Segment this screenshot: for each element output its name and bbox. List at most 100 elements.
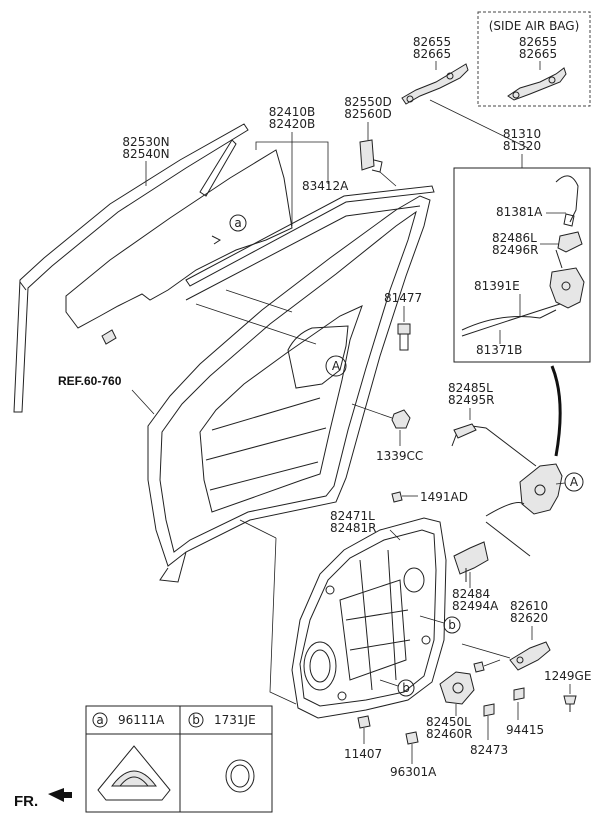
cable-81371B-part [461,303,561,337]
label-82420B: 82420B [269,117,315,131]
legend-b-circle [188,712,204,728]
label-82481R: 82481R [330,521,377,535]
callout-A-circle-2 [564,472,584,492]
front-direction-label: FR. [14,793,38,810]
label-82550D: 82550D [344,95,391,109]
legend-border [85,705,273,813]
legend-b-letter: b [192,713,200,727]
speaker-bracket-part [287,325,349,389]
front-arrow-icon [48,788,72,802]
latch-kit-group: 81310 81320 81381A 82486L 82496R 81391E … [453,127,591,363]
bracket-82550D-group: 82550D 82560D [344,95,397,187]
door-frame-outer-part [147,195,431,567]
door-latch-part [549,267,585,309]
speaker-opening [303,641,337,691]
label-82494A: 82494A [452,599,499,613]
latch-leader-curve [550,365,562,457]
outside-handle-part [401,63,469,105]
label-82620: 82620 [510,611,548,625]
label-82540N: 82540N [122,147,169,161]
label-82484: 82484 [452,587,490,601]
glass-clip-part [101,329,117,345]
legend-a-circle [92,712,108,728]
side-air-bag-box [477,11,591,107]
part-82473 [483,703,495,717]
label-82450L: 82450L [426,715,471,729]
legend-a-grommet-part [97,745,171,801]
lock-rod-part [555,175,579,223]
door-module-group: 82471L 82481R b b [291,509,461,719]
callout-A-circle-1 [325,355,347,377]
label-81310: 81310 [503,127,541,141]
ref-label: REF.60-760 [58,374,122,388]
callout-b-2: b [402,681,410,695]
bolt-81477-part [397,323,411,335]
part-96301A-group: 96301A [390,731,437,779]
screw-1249GE-part [563,695,577,705]
label-94415: 94415 [506,723,544,737]
weatherstrip-group: 83412A [185,179,435,301]
part-96301A [405,731,419,745]
label-81477: 81477 [384,291,422,305]
outside-handle-group: 82655 82665 [401,35,529,149]
label-82665: 82665 [413,47,451,61]
part-94415 [513,687,525,701]
bolt-81477-group: 81477 [384,291,422,351]
latch-assembly-part [519,463,563,515]
door-inner-opening [199,305,363,513]
door-frame-group: REF.60-760 A [58,195,431,705]
label-96301A: 96301A [390,765,437,779]
label-1491AD: 1491AD [420,490,468,504]
window-regulator-part [339,579,407,681]
label-82471L: 82471L [330,509,375,523]
latch-clip-part [557,231,583,253]
inside-handle-group: 82484 82494A [452,541,499,613]
label-82485L: 82485L [448,381,493,395]
label-82560D: 82560D [344,107,391,121]
label-82486L: 82486L [492,231,537,245]
screw-1249GE-group: 1249GE [544,669,591,712]
label-1339CC: 1339CC [376,449,423,463]
inside-handle-82450L-part [439,671,475,705]
latch-kit-box [453,167,591,363]
legend-b-plug-part [225,759,255,793]
label-81371B: 81371B [476,343,522,357]
legend-a-part: 96111A [118,713,165,727]
label-81320: 81320 [503,139,541,153]
latch-assembly-group: A [485,463,584,557]
side-air-bag-part-82655: 82655 [519,35,557,49]
side-air-bag-group: (SIDE AIR BAG) 82655 82665 [477,11,591,107]
glass-run-channel-part [13,123,249,413]
legend-table: a 96111A b 1731JE [85,705,273,813]
rod-82485L-group: 82485L 82495R [448,381,537,467]
callout-A-1: A [332,359,341,373]
belt-weatherstrip-part [185,185,435,287]
legend-a-letter: a [96,713,103,727]
label-11407: 11407 [344,747,382,761]
part-94415-group: 94415 [506,687,544,737]
label-82530N: 82530N [122,135,169,149]
callout-b-circle-1 [443,616,461,634]
bolt-11407-group: 11407 [344,715,382,761]
label-82610: 82610 [510,599,548,613]
door-glass-part [65,149,293,329]
callout-b-1: b [448,618,456,632]
callout-a-1: a [234,216,241,230]
nut-1339CC-group: 1339CC [351,403,423,463]
callout-A-2: A [570,475,579,489]
label-82496R: 82496R [492,243,539,257]
frame-bracket-part [359,139,375,171]
nut-1339CC-part [391,409,411,429]
clip-1491AD-group: 1491AD [391,490,468,504]
legend-b-part: 1731JE [214,713,256,727]
inside-handle-part [453,541,489,575]
door-glass-group: 82410B 82420B a [65,105,329,345]
label-1249GE: 1249GE [544,669,591,683]
label-82460R: 82460R [426,727,473,741]
side-air-bag-title: (SIDE AIR BAG) [489,19,580,33]
label-82473: 82473 [470,743,508,757]
part-82473-group: 82473 [470,703,508,757]
bolt-11407-part [357,715,371,729]
